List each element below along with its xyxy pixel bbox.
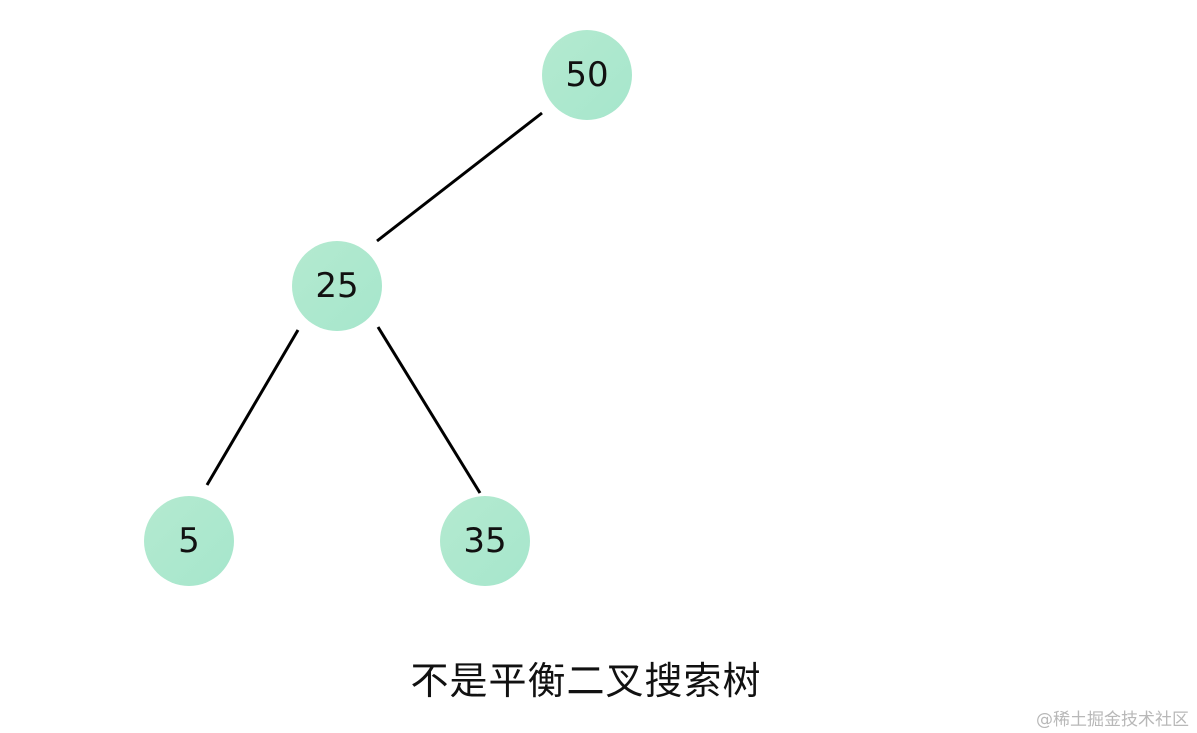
node-label-50: 50 [565,55,608,95]
diagram-caption: 不是平衡二叉搜索树 [410,659,762,703]
node-label-35: 35 [463,521,506,561]
edge-25-5 [205,329,300,486]
tree-node-5: 5 [144,496,234,586]
watermark: @稀土掘金技术社区 [1036,710,1189,730]
edge-25-35 [376,326,482,494]
tree-node-50: 50 [542,30,632,120]
node-label-5: 5 [178,521,200,561]
edge-50-25 [376,111,543,243]
node-label-25: 25 [315,266,358,306]
tree-node-25: 25 [292,241,382,331]
tree-node-35: 35 [440,496,530,586]
